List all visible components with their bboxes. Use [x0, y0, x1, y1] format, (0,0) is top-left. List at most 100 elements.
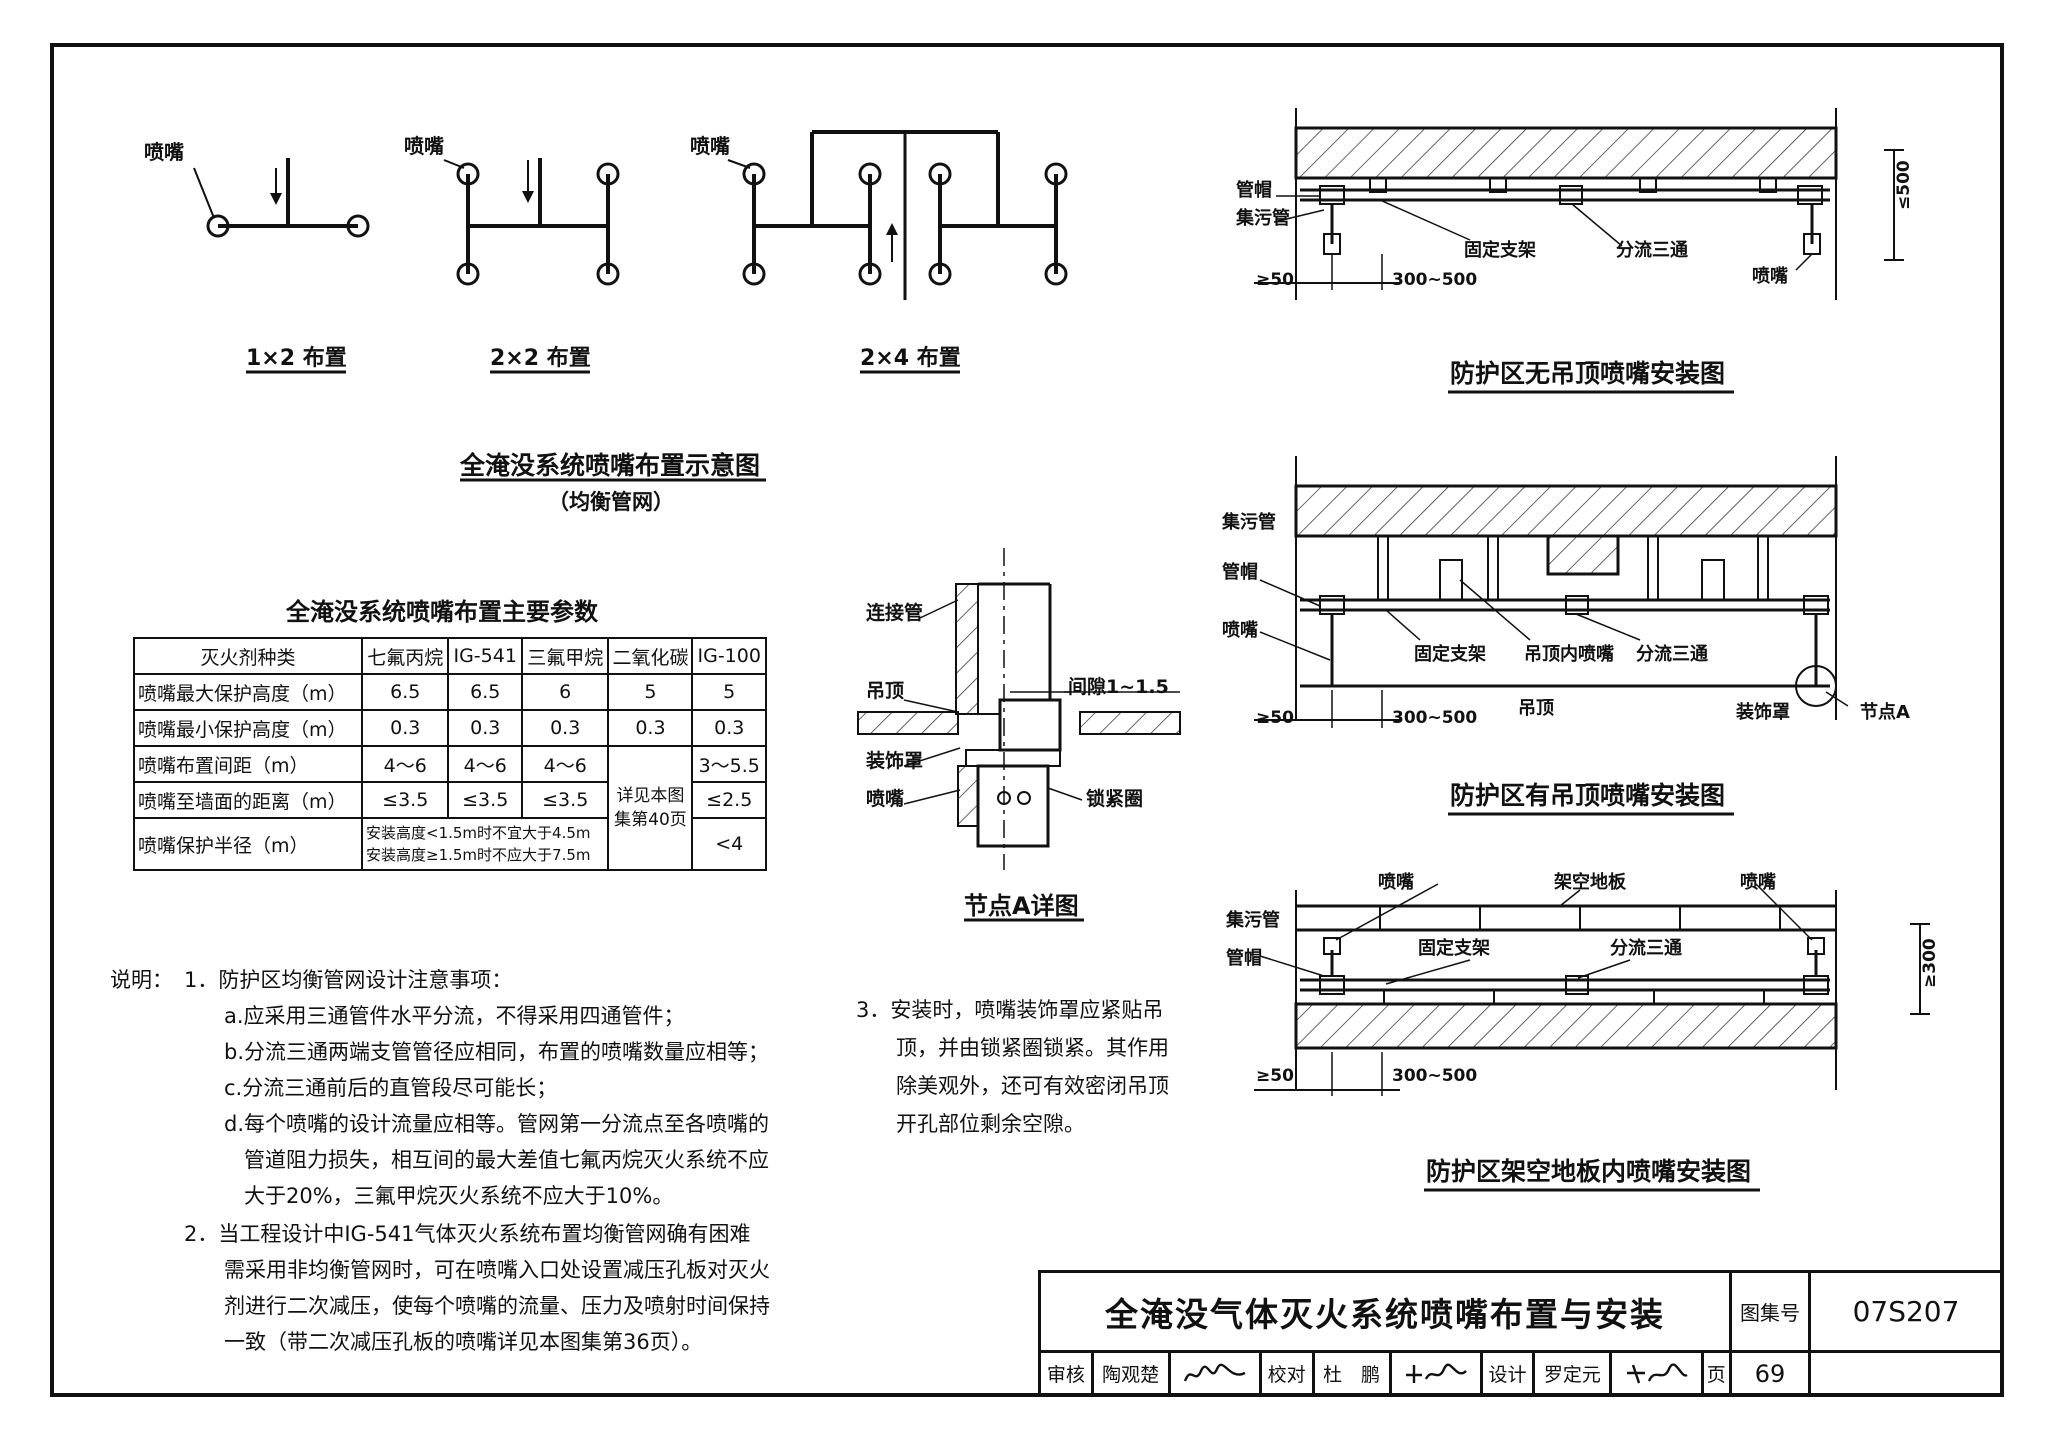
table-cell: ≤2.5	[691, 781, 767, 819]
note-item3-1: 3．安装时，喷嘴装饰罩应紧贴吊	[856, 998, 1164, 1022]
detail-a-drawing	[857, 548, 1181, 870]
table-cell: 0.3	[691, 709, 767, 747]
table-cell: 6	[520, 673, 610, 711]
note-item1-a: a.应采用三通管件水平分流，不得采用四通管件；	[224, 1004, 685, 1028]
layout-title: 全淹没系统喷嘴布置示意图	[460, 451, 761, 480]
designer-signature	[1609, 1350, 1704, 1397]
note-item1-d3: 大于20%，三氟甲烷灭火系统不应大于10%。	[244, 1184, 674, 1208]
layout-2x4-label: 2×4 布置	[860, 346, 961, 371]
dim-300-500-fig3: 300~500	[1392, 1066, 1478, 1086]
no-ceiling-install-drawing	[1254, 108, 1904, 300]
designer-signature-mark	[1626, 1362, 1688, 1383]
table-header: IG-100	[691, 637, 767, 675]
raised-floor-label: 架空地板	[1554, 872, 1626, 893]
note-item1-d2: 管道阻力损失，相互间的最大差值七氟丙烷灭火系统不应	[244, 1148, 769, 1172]
reviewer-signature	[1167, 1350, 1262, 1397]
co2-merged-cell: 详见本图集第40页	[607, 745, 694, 871]
dim-300-500-fig1: 300~500	[1392, 270, 1478, 290]
atlas-number: 07S207	[1808, 1270, 2004, 1353]
check-label: 校对	[1258, 1350, 1315, 1397]
layout-1x2-diagram	[193, 158, 370, 238]
dirt-pipe-label-fig3: 集污管	[1226, 910, 1280, 931]
table-header: 三氟甲烷	[520, 637, 610, 675]
table-cell: 0.3	[447, 709, 523, 747]
table-cell: 喷嘴至墙面的距离（m）	[133, 781, 363, 819]
review-label: 审核	[1038, 1350, 1094, 1397]
params-table: 灭火剂种类 七氟丙烷 IG-541 三氟甲烷 二氧化碳 IG-100 喷嘴最大保…	[133, 637, 767, 871]
reviewer-signature-mark	[1183, 1363, 1246, 1381]
atlas-label: 图集号	[1729, 1270, 1811, 1353]
table-row: 喷嘴保护半径（m） 安装高度<1.5m时不宜大于4.5m 安装高度≥1.5m时不…	[133, 817, 767, 871]
split-tee-label-fig3: 分流三通	[1610, 938, 1682, 959]
design-label: 设计	[1479, 1350, 1536, 1397]
nozzle-label-1x2: 喷嘴	[144, 140, 184, 164]
table-cell: 喷嘴保护半径（m）	[133, 817, 363, 871]
table-row: 喷嘴最小保护高度（m） 0.3 0.3 0.3 0.3 0.3	[133, 709, 767, 747]
dim-gte50-fig1: ≥50	[1256, 270, 1294, 290]
decor-cover-label-fig2: 装饰罩	[1736, 702, 1790, 723]
table-cell: 6.5	[447, 673, 523, 711]
split-tee-label-fig1: 分流三通	[1616, 240, 1688, 261]
note-item1-d1: d.每个喷嘴的设计流量应相等。管网第一分流点至各喷嘴的	[224, 1112, 770, 1136]
nozzle-label-fig1: 喷嘴	[1752, 266, 1788, 287]
with-ceiling-install-drawing	[1254, 456, 1838, 728]
cap-label-fig1: 管帽	[1236, 180, 1272, 201]
table-header-row: 灭火剂种类 七氟丙烷 IG-541 三氟甲烷 二氧化碳 IG-100	[133, 637, 767, 675]
layout-1x2-label: 1×2 布置	[246, 346, 347, 371]
leader-lines	[903, 195, 1849, 985]
reviewer-name: 陶观楚	[1090, 1350, 1171, 1397]
note-item2-3: 剂进行二次减压，使每个喷嘴的流量、压力及喷射时间保持	[224, 1294, 770, 1318]
table-header: 二氧化碳	[607, 637, 694, 675]
checker-signature-mark	[1405, 1363, 1467, 1383]
gap-label: 间隙1~1.5	[1068, 676, 1169, 698]
table-row: 喷嘴最大保护高度（m） 6.5 6.5 6 5 5	[133, 673, 767, 711]
checker-name: 杜 鹏	[1311, 1350, 1392, 1397]
detail-a-title: 节点A详图	[964, 892, 1079, 920]
table-cell: ≤3.5	[360, 781, 450, 819]
note-item3-3: 除美观外，还可有效密闭吊顶	[896, 1074, 1169, 1098]
checker-signature	[1388, 1350, 1483, 1397]
cap-label-fig2: 管帽	[1222, 562, 1258, 583]
raised-floor-figure-title: 防护区架空地板内喷嘴安装图	[1426, 1157, 1752, 1186]
radius-line-1: 安装高度<1.5m时不宜大于4.5m	[366, 824, 591, 842]
radius-line-2: 安装高度≥1.5m时不应大于7.5m	[366, 846, 591, 864]
layout-2x4-diagram	[727, 130, 1068, 300]
notes-label: 说明：	[110, 968, 173, 992]
table-cell: 5	[691, 673, 767, 711]
node-a-label: 节点A	[1860, 702, 1910, 723]
table-cell: 0.3	[607, 709, 694, 747]
designer-name: 罗定元	[1532, 1350, 1613, 1397]
layout-2x2-label: 2×2 布置	[490, 346, 591, 371]
page-number: 69	[1729, 1350, 1811, 1397]
note-item1-b: b.分流三通两端支管管径应相同，布置的喷嘴数量应相等；	[224, 1040, 770, 1064]
nozzle-label-2x4: 喷嘴	[690, 134, 730, 158]
decor-cover-label-detail: 装饰罩	[866, 750, 924, 772]
table-cell: 喷嘴最小保护高度（m）	[133, 709, 363, 747]
note-item1: 1．防护区均衡管网设计注意事项：	[184, 968, 513, 992]
note-item2-2: 需采用非均衡管网时，可在喷嘴入口处设置减压孔板对灭火	[224, 1258, 770, 1282]
table-cell: 喷嘴布置间距（m）	[133, 745, 363, 783]
table-cell: 3～5.5	[691, 745, 767, 783]
table-cell: ≤3.5	[520, 781, 610, 819]
params-table-title: 全淹没系统喷嘴布置主要参数	[286, 598, 598, 626]
note-item2-1: 2．当工程设计中IG-541气体灭火系统布置均衡管网确有困难	[184, 1222, 751, 1246]
table-cell: 4～6	[520, 745, 610, 783]
dirt-pipe-label-fig1: 集污管	[1236, 208, 1290, 229]
table-header: IG-541	[447, 637, 523, 675]
no-ceiling-figure-title: 防护区无吊顶喷嘴安装图	[1450, 359, 1726, 388]
ceiling-label-detail: 吊顶	[866, 680, 905, 702]
radius-cell: 安装高度<1.5m时不宜大于4.5m 安装高度≥1.5m时不应大于7.5m	[360, 817, 610, 871]
table-cell: 4～6	[360, 745, 450, 783]
note-item3-2: 顶，并由锁紧圈锁紧。其作用	[896, 1036, 1169, 1060]
with-ceiling-figure-title: 防护区有吊顶喷嘴安装图	[1450, 781, 1726, 810]
lock-ring-label: 锁紧圈	[1086, 788, 1144, 810]
dim-gte50-fig2: ≥50	[1256, 708, 1294, 728]
table-cell: 0.3	[360, 709, 450, 747]
drawing-title: 全淹没气体灭火系统喷嘴布置与安装	[1038, 1270, 1732, 1353]
nozzle-label-fig2: 喷嘴	[1222, 620, 1258, 641]
title-block: 全淹没气体灭火系统喷嘴布置与安装 图集号 07S207 审核 陶观楚 校对 杜 …	[1038, 1270, 2004, 1397]
layout-2x2-diagram	[443, 158, 620, 286]
note-item1-c: c.分流三通前后的直管段尽可能长；	[224, 1076, 558, 1100]
note-item3-4: 开孔部位剩余空隙。	[896, 1112, 1085, 1136]
